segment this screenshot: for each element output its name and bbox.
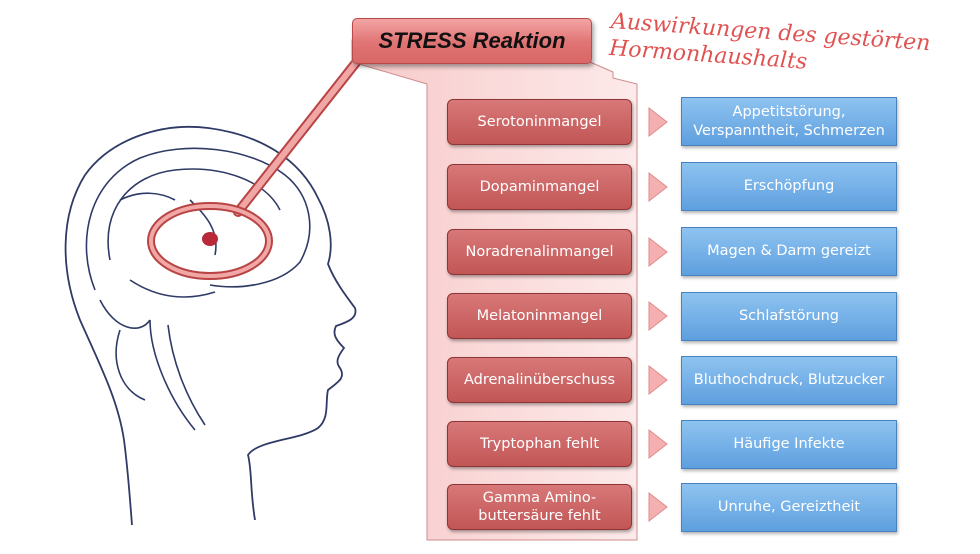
effect-box: Bluthochdruck, Blutzucker: [681, 356, 897, 405]
effect-box: Magen & Darm gereizt: [681, 227, 897, 276]
cause-box: Dopaminmangel: [447, 164, 632, 210]
effect-box: Appetitstörung, Verspanntheit, Schmerzen: [681, 97, 897, 146]
cause-box: Melatoninmangel: [447, 293, 632, 339]
arrow-right-icon: [648, 172, 668, 202]
cause-box: Gamma Amino- buttersäure fehlt: [447, 484, 632, 530]
arrow-right-icon: [648, 492, 668, 522]
cause-box: Tryptophan fehlt: [447, 421, 632, 467]
arrow-right-icon: [648, 237, 668, 267]
stress-reaction-title: STRESS Reaktion: [352, 18, 592, 64]
arrow-right-icon: [648, 301, 668, 331]
brain-outline-icon: [85, 147, 311, 431]
arrow-right-icon: [648, 107, 668, 137]
effect-box: Häufige Infekte: [681, 420, 897, 469]
head-outline-icon: [64, 126, 357, 526]
cause-box: Noradrenalinmangel: [447, 229, 632, 275]
cause-box: Adrenalinüberschuss: [447, 357, 632, 403]
arrow-right-icon: [648, 429, 668, 459]
cause-box: Serotoninmangel: [447, 99, 632, 145]
effect-box: Erschöpfung: [681, 162, 897, 211]
brain-focus-highlight: [147, 50, 367, 280]
effect-box: Unruhe, Gereiztheit: [681, 483, 897, 532]
effect-box: Schlafstörung: [681, 292, 897, 341]
arrow-right-icon: [648, 365, 668, 395]
